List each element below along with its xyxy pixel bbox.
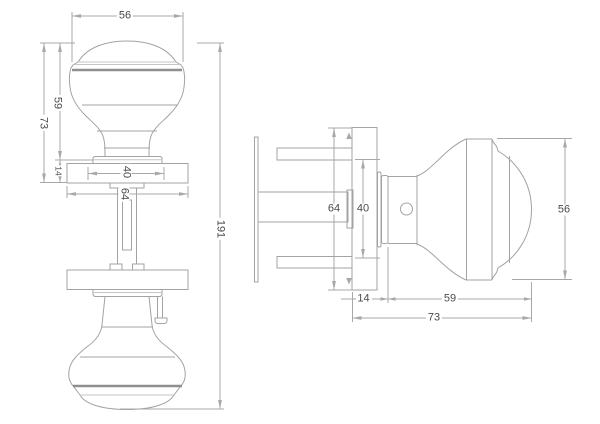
front-knob-diameter-label: 56: [116, 9, 134, 22]
front-knob-height-label: 59: [51, 94, 64, 112]
front-rose-diameter-label: 64: [118, 185, 131, 203]
side-view-geometry: [254, 127, 533, 291]
side-rose-diameter-label: 64: [325, 202, 343, 215]
front-rose-thickness-label: 14: [53, 165, 64, 177]
side-overall-projection-label: 73: [425, 311, 443, 324]
front-collar-diameter-label: 40: [120, 163, 133, 181]
front-view-geometry: [66, 40, 189, 411]
side-knob-diameter-label: 56: [555, 203, 573, 216]
front-knob-with-rose-label: 73: [37, 114, 50, 132]
side-knob-projection-label: 59: [441, 292, 459, 305]
front-overall-length-label: 191: [214, 217, 227, 241]
front-view-dimensions: [40, 12, 224, 410]
side-rose-depth-label: 14: [355, 292, 372, 305]
side-hub-width-label: 40: [354, 202, 372, 215]
